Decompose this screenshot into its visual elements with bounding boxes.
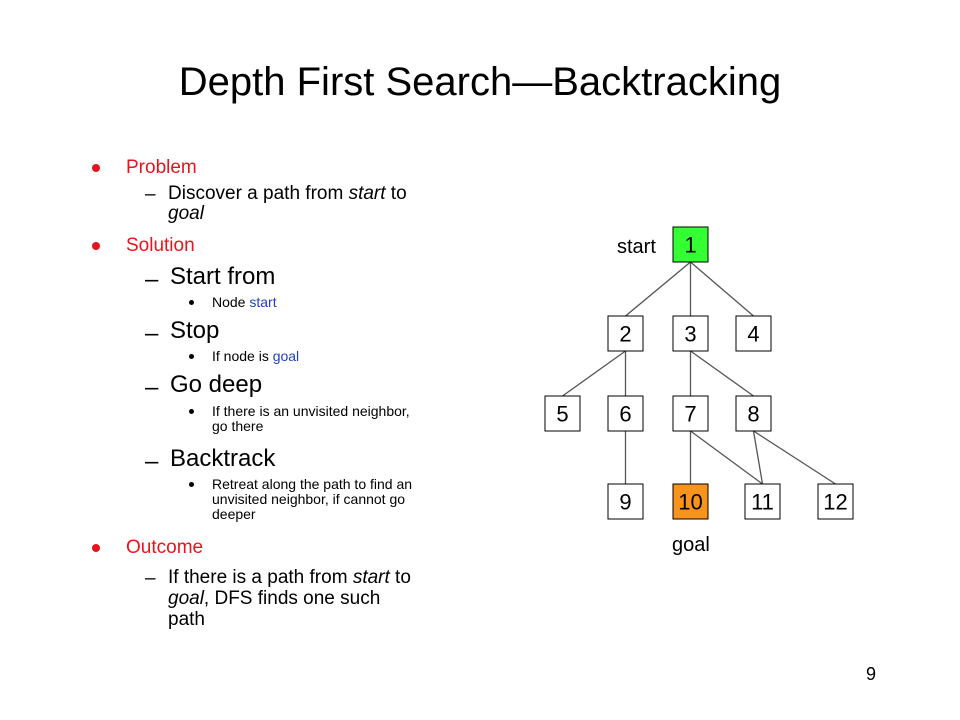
node-box-10	[672, 483, 709, 520]
dash: –	[145, 374, 159, 401]
backtrack-line-3: deeper	[212, 506, 256, 522]
sub-bullet-dot	[189, 354, 194, 359]
node-box-1	[672, 226, 709, 263]
backtrack-line-2: unvisited neighbor, if cannot go	[212, 491, 406, 507]
node-box-9	[607, 483, 644, 520]
start-from-label: Start from	[170, 263, 276, 290]
tree-edges	[562, 261, 836, 485]
node-box-6	[607, 395, 644, 432]
solution-heading: Solution	[126, 235, 195, 256]
outcome-heading: Outcome	[126, 537, 204, 558]
sub-bullet-dot	[189, 300, 194, 305]
sub-bullet-dot	[189, 409, 194, 414]
go-deep-label: Go deep	[170, 371, 263, 398]
dash: –	[145, 568, 156, 589]
dash: –	[145, 184, 156, 205]
bullet-dot	[92, 242, 100, 250]
node-box-12	[817, 483, 854, 520]
node-label-3: 3	[684, 322, 696, 347]
node-label-10: 10	[678, 490, 702, 515]
node-label-4: 4	[747, 322, 759, 347]
backtrack-label: Backtrack	[170, 445, 276, 472]
slide-title: Depth First Search—Backtracking	[178, 60, 782, 104]
problem-line-1: Discover a path from start to	[168, 183, 407, 204]
stop-label: Stop	[170, 317, 220, 344]
node-box-7	[672, 395, 709, 432]
node-box-3	[672, 315, 709, 352]
edge-2-5	[562, 350, 626, 397]
node-box-4	[735, 315, 772, 352]
node-label-8: 8	[747, 402, 759, 427]
node-start-text: Node start	[212, 294, 277, 310]
go-deep-line-1: If there is an unvisited neighbor,	[212, 403, 410, 419]
if-goal-text: If node is goal	[212, 348, 300, 364]
go-deep-line-2: go there	[212, 418, 264, 434]
edge-7-11	[690, 430, 763, 485]
bullet-list: Problem – Discover a path from start to …	[92, 157, 413, 630]
node-label-9: 9	[619, 490, 631, 515]
bullet-dot	[92, 164, 100, 172]
goal-label: goal	[672, 534, 710, 556]
edge-1-4	[690, 261, 754, 317]
node-label-5: 5	[556, 402, 568, 427]
node-box-5	[544, 395, 581, 432]
edge-1-2	[625, 261, 691, 317]
edge-3-8	[690, 350, 754, 397]
problem-heading: Problem	[126, 157, 197, 178]
node-label-2: 2	[619, 322, 631, 347]
node-box-2	[607, 315, 644, 352]
node-label-6: 6	[619, 402, 631, 427]
edge-8-11	[752, 430, 764, 485]
dash: –	[145, 320, 159, 347]
problem-line-2: goal	[168, 203, 204, 224]
node-label-7: 7	[684, 402, 696, 427]
node-label-1: 1	[684, 233, 696, 258]
start-label: start	[617, 236, 656, 258]
node-label-12: 12	[823, 490, 847, 515]
sub-bullet-dot	[189, 482, 194, 487]
node-label-11: 11	[751, 490, 774, 515]
dash: –	[145, 448, 159, 475]
node-box-11	[744, 483, 781, 520]
bullet-dot	[92, 544, 100, 552]
backtrack-line-1: Retreat along the path to find an	[212, 476, 413, 492]
outcome-line-2: goal, DFS finds one such	[168, 588, 381, 609]
dash: –	[145, 266, 159, 293]
node-box-8	[735, 395, 772, 432]
outcome-line-1: If there is a path from start to	[168, 567, 411, 588]
page-number: 9	[866, 664, 877, 684]
outcome-line-3: path	[168, 609, 205, 630]
edge-8-12	[753, 430, 836, 485]
